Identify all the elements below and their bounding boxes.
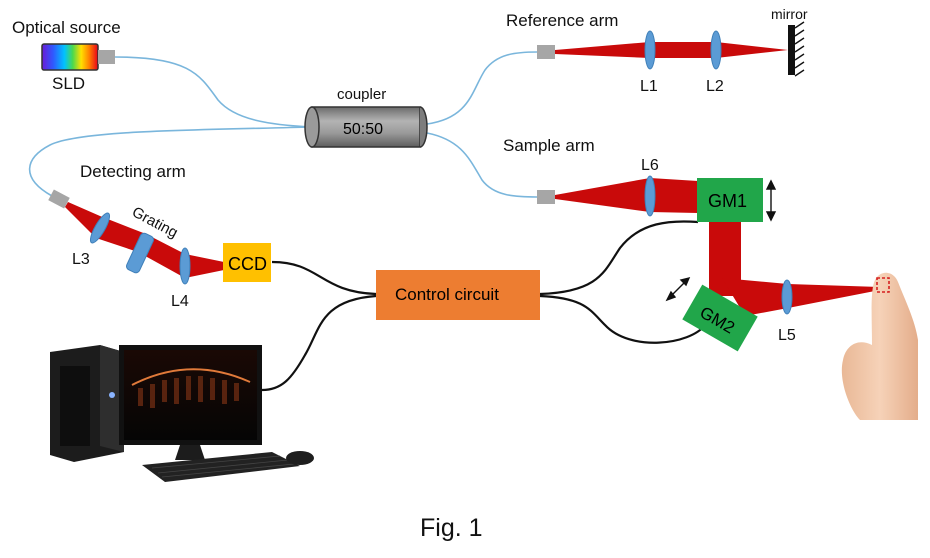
cable-control-to-computer [261,294,377,392]
hatched-mirror-icon [788,21,805,77]
lens-l2 [710,30,722,70]
cable-control-to-gm1 [539,220,699,296]
gm2-to-sample-beam [722,278,880,316]
ccd-box [223,243,271,282]
double-arrow-icon [765,179,777,222]
sld-label: SLD [52,74,85,93]
sample-arm-label: Sample arm [503,136,595,155]
fiber-lines [28,51,538,198]
galvo-mirror-2 [682,284,758,352]
cable-control-to-gm2 [539,294,706,344]
lenses [89,30,793,315]
sample-connector [537,190,555,204]
sample-beam [555,178,698,213]
lens-l4 [179,247,191,285]
detecting-arm-label: Detecting arm [80,162,186,181]
scan-area-marker [876,277,890,293]
fiber-source-to-coupler [114,56,313,128]
reference-beam [555,42,788,58]
fiber-coupler-to-sample [426,132,538,198]
gm1-to-gm2-beam [709,222,741,296]
ccd-label: CCD [228,254,267,274]
detector-connector [48,189,70,209]
l5-label: L5 [778,327,796,344]
galvo-mirror-1 [697,178,763,222]
control-circuit-label: Control circuit [395,285,499,304]
control-cables [261,220,706,392]
l1-label: L1 [640,78,658,95]
grating-icon [126,232,154,274]
gm1-label: GM1 [708,191,747,211]
fiber-coupler-to-detector [28,126,313,197]
mirror-label: mirror [771,6,808,22]
optical-source-label: Optical source [12,18,121,37]
cable-ccd-to-control [271,260,377,296]
lens-l1 [644,30,656,70]
lens-l5 [781,279,793,315]
lens-l6 [644,175,656,217]
reference-connector [537,45,555,59]
l6-label: L6 [641,157,659,174]
reference-arm-label: Reference arm [506,11,618,30]
l3-label: L3 [72,251,90,268]
coupler-label: coupler [337,86,386,103]
double-arrow-icon-gm2 [665,276,691,302]
desktop-computer-icon [50,345,314,482]
ratio-label: 50:50 [343,121,383,138]
optical-source [41,43,115,71]
spectrum-bar-icon [41,43,99,71]
sld-connector [98,50,115,64]
control-circuit-box [376,270,540,320]
l2-label: L2 [706,78,724,95]
fiber-coupler-to-reference [426,51,538,125]
coupler-end-left [304,106,320,148]
l4-label: L4 [171,293,189,310]
figure-caption: Fig. 1 [420,514,483,542]
lens-l3 [89,212,111,244]
finger-sample-icon [841,272,918,420]
coupler-end-right [419,106,428,148]
fiber-coupler [304,106,428,148]
